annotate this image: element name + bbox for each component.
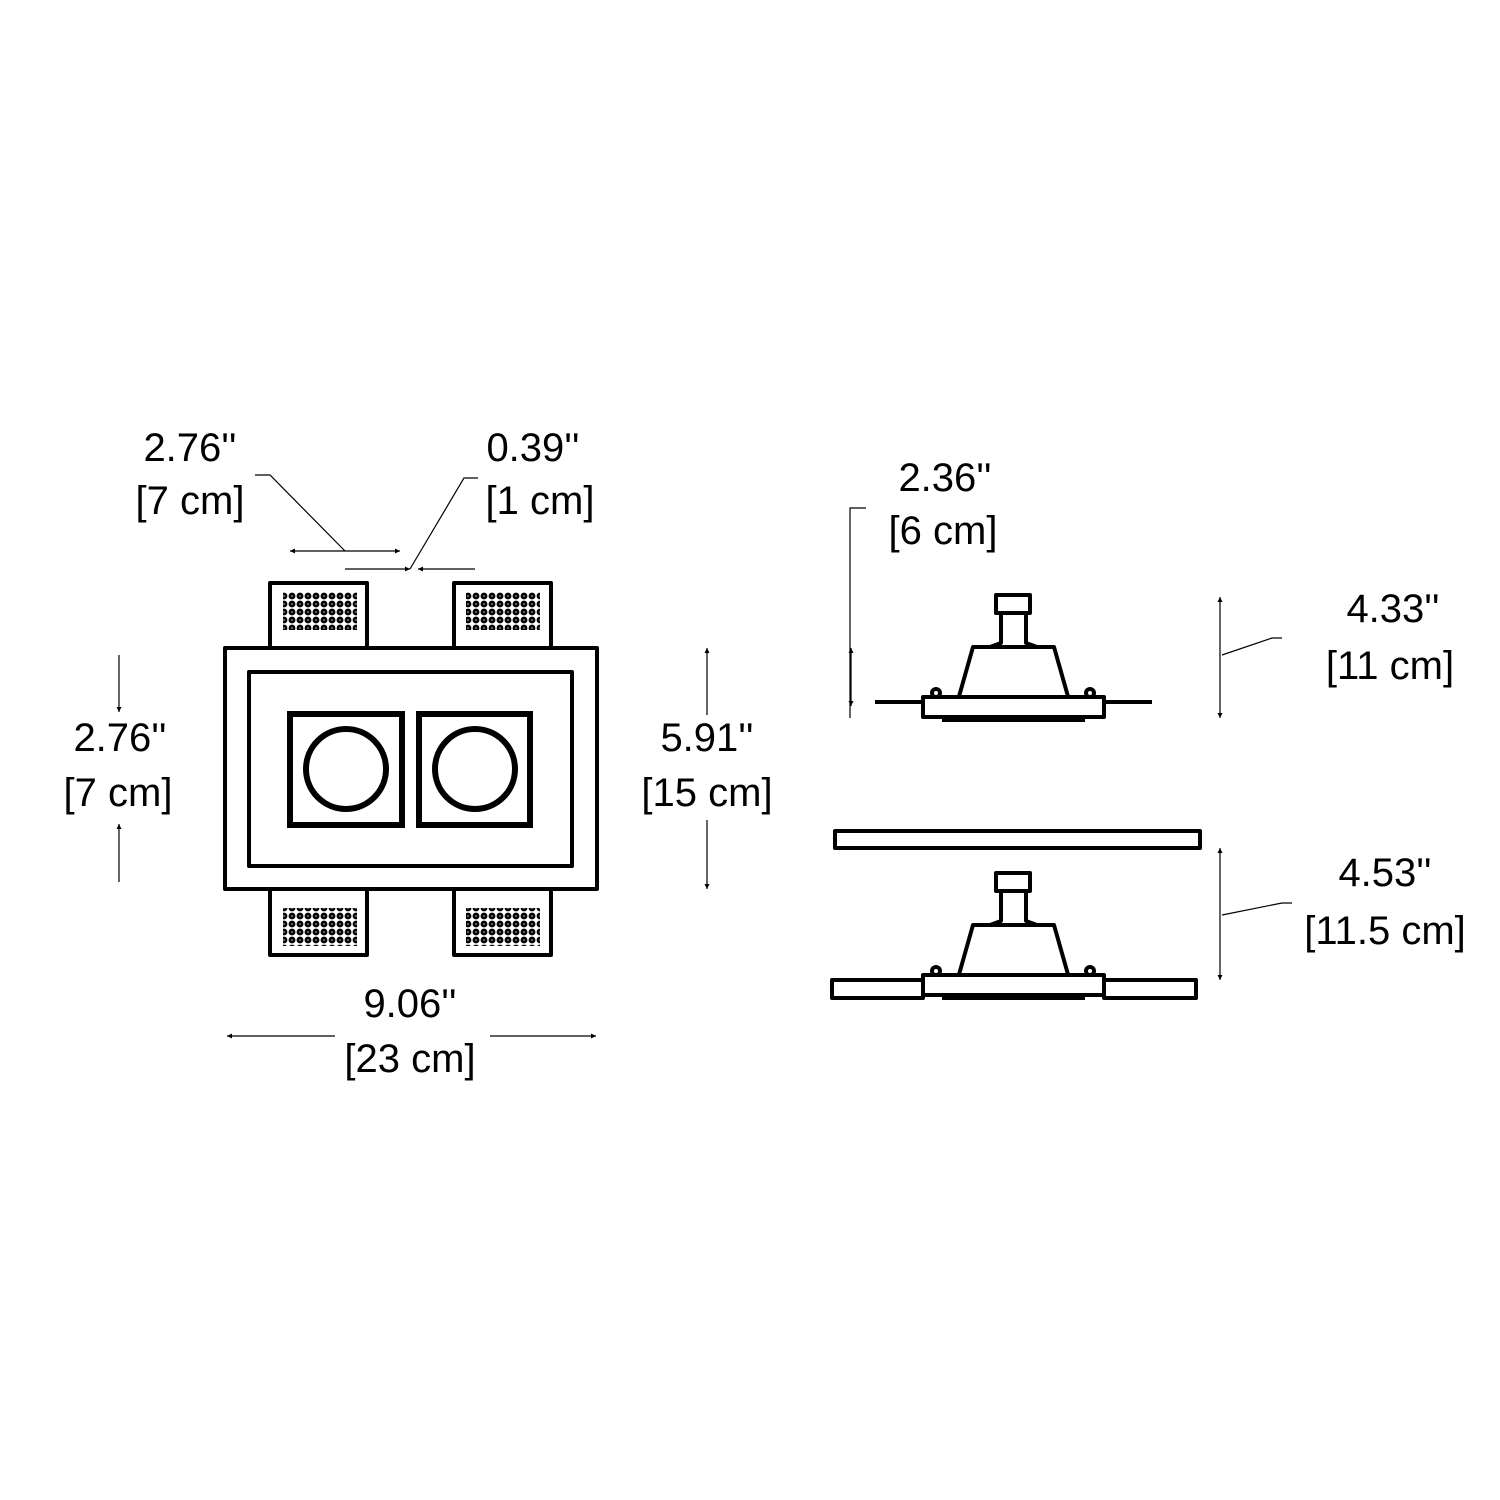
lamp-square-left (287, 711, 405, 828)
dim-label-in: 2.76'' (73, 716, 166, 760)
mesh-top-left (283, 592, 357, 630)
dim-wing-offset: 2.36'' [6 cm] (848, 456, 998, 718)
dim-label-cm: [7 cm] (64, 771, 173, 815)
side-view-with-plate (830, 871, 1198, 1000)
dim-overall-width: 9.06'' [23 cm] (227, 982, 596, 1081)
dim-label-in: 9.06'' (363, 982, 456, 1026)
inner-frame (247, 670, 574, 868)
mesh-top-right (466, 592, 540, 630)
side-view-trimless (875, 593, 1152, 722)
dim-label-cm: [23 cm] (344, 1037, 475, 1081)
dim-label-in: 2.36'' (898, 456, 991, 500)
dim-label-cm: [11.5 cm] (1304, 909, 1466, 953)
top-view (223, 581, 599, 957)
dim-depth-trimless: 4.33'' [11 cm] (1217, 587, 1454, 718)
dim-label-in: 0.39'' (486, 426, 579, 470)
dim-label-cm: [7 cm] (136, 479, 245, 523)
dim-label-in: 5.91'' (660, 716, 753, 760)
dim-label-cm: [15 cm] (641, 771, 772, 815)
mesh-bottom-left (283, 908, 357, 946)
lamp-circle-right (432, 726, 518, 812)
dim-label-in: 4.33'' (1346, 587, 1439, 631)
lamp-square-right (416, 711, 533, 828)
dim-tab-spacing: 2.76'' [7 cm] (64, 655, 173, 882)
dim-depth-with-plate: 4.53'' [11.5 cm] (1217, 848, 1466, 980)
mesh-bottom-right (466, 908, 540, 946)
dim-tab-width: 2.76'' [7 cm] (136, 426, 400, 554)
plaster-plate (833, 829, 1202, 850)
dim-overall-height: 5.91'' [15 cm] (641, 648, 773, 889)
dim-label-cm: [6 cm] (889, 509, 998, 553)
dim-label-in: 2.76'' (143, 426, 236, 470)
outer-frame (223, 646, 599, 891)
dim-label-cm: [1 cm] (486, 479, 595, 523)
lamp-circle-left (303, 726, 389, 812)
dim-label-cm: [11 cm] (1326, 644, 1454, 688)
dim-label-in: 4.53'' (1338, 851, 1431, 895)
dim-tab-gap: 0.39'' [1 cm] (345, 426, 595, 572)
